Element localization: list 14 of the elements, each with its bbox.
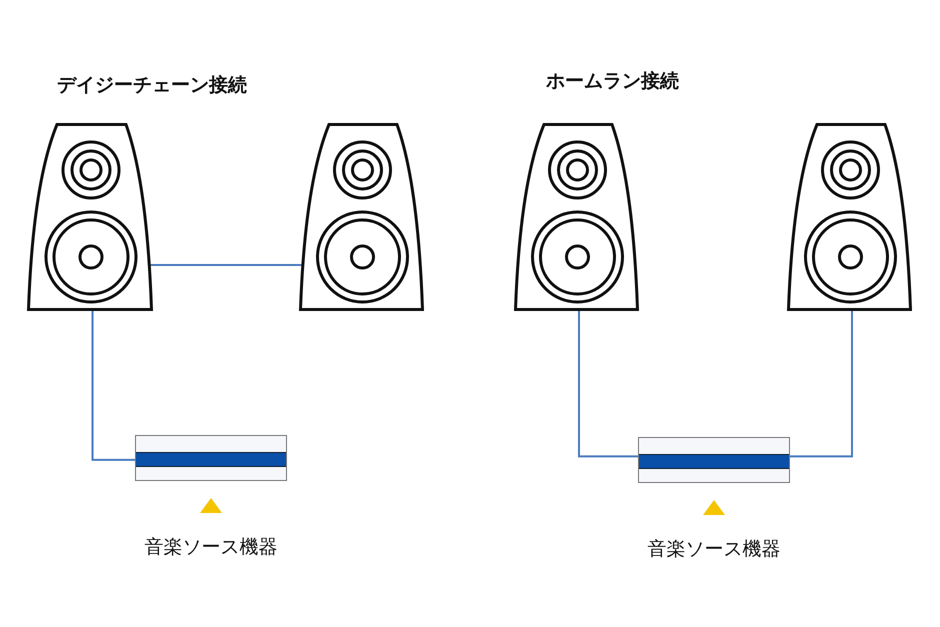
- cable-line: [790, 311, 853, 458]
- section-heading: ホームラン接続: [546, 69, 679, 94]
- speaker-drawing: [787, 123, 912, 311]
- device-label: 音楽ソース機器: [648, 537, 780, 562]
- cable-line: [149, 264, 302, 266]
- cable-line: [92, 311, 135, 461]
- speaker-drawing: [514, 123, 639, 311]
- audio-device: [135, 435, 287, 481]
- device-label: 音楽ソース機器: [144, 535, 278, 560]
- speaker-drawing: [27, 123, 153, 311]
- cable-line: [578, 311, 638, 458]
- section-heading: デイジーチェーン接続: [57, 73, 247, 98]
- speaker-drawing: [299, 123, 424, 311]
- audio-device: [638, 437, 790, 483]
